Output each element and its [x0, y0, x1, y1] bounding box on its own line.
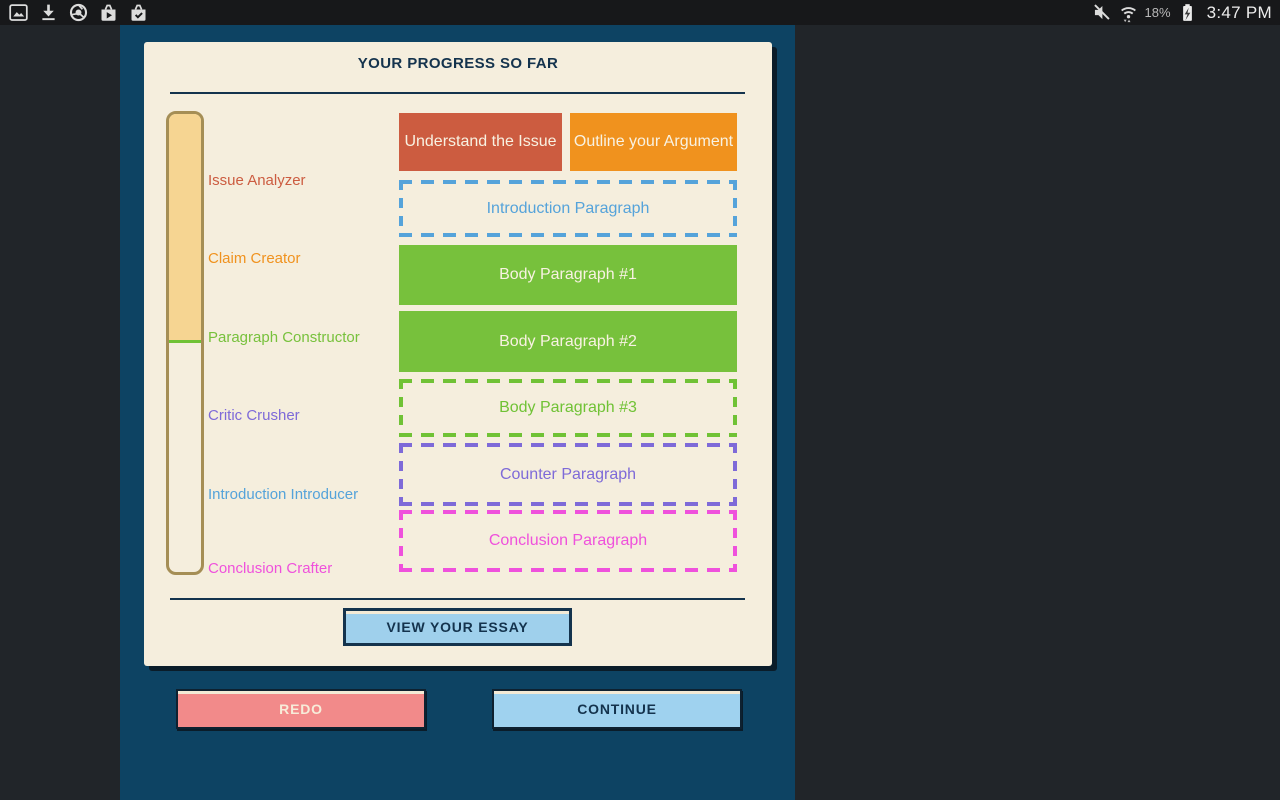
page-title: YOUR PROGRESS SO FAR [357, 55, 559, 72]
play-my-apps-icon [131, 4, 146, 21]
chrome-icon [69, 3, 88, 22]
status-bar-system: 18% 3:47 PM [1091, 2, 1272, 23]
progress-box-conclusion-paragraph: Conclusion Paragraph [399, 510, 737, 572]
continue-button[interactable]: CONTINUE [492, 689, 742, 729]
status-bar-notifications [8, 2, 149, 23]
gallery-icon [9, 4, 28, 21]
progress-box-body-paragraph-1: Body Paragraph #1 [399, 245, 737, 305]
battery-charging-icon [1182, 4, 1192, 21]
top-divider [170, 92, 745, 94]
view-essay-button[interactable]: VIEW YOUR ESSAY [343, 608, 572, 646]
progress-box-body-paragraph-3: Body Paragraph #3 [399, 379, 737, 437]
app-panel: YOUR PROGRESS SO FAR Issue Analyzer Clai… [120, 25, 795, 800]
progress-box-introduction-paragraph: Introduction Paragraph [399, 180, 737, 237]
battery-percent: 18% [1144, 5, 1171, 20]
progress-card: YOUR PROGRESS SO FAR Issue Analyzer Clai… [144, 42, 772, 666]
progress-box-counter-paragraph: Counter Paragraph [399, 443, 737, 506]
download-icon [42, 4, 55, 21]
progress-meter-marker [169, 340, 201, 343]
volume-muted-icon [1093, 4, 1110, 20]
stage-label-critic-crusher: Critic Crusher [208, 407, 300, 424]
stage-label-conclusion-crafter: Conclusion Crafter [208, 560, 333, 577]
bottom-divider [170, 598, 745, 600]
stage-label-issue-analyzer: Issue Analyzer [208, 172, 306, 189]
redo-button[interactable]: REDO [176, 689, 426, 729]
play-store-icon [101, 4, 116, 21]
clock: 3:47 PM [1206, 2, 1272, 22]
progress-box-understand-issue: Understand the Issue [399, 113, 562, 171]
stage-label-introduction-introducer: Introduction Introducer [208, 486, 359, 503]
progress-box-outline-argument: Outline your Argument [570, 113, 737, 171]
android-status-bar: 18% 3:47 PM [0, 0, 1280, 25]
stage-label-paragraph-constructor: Paragraph Constructor [208, 329, 360, 346]
progress-meter [166, 111, 204, 575]
wifi-icon [1120, 7, 1136, 23]
progress-meter-fill [169, 114, 201, 340]
progress-box-body-paragraph-2: Body Paragraph #2 [399, 311, 737, 372]
stage-label-claim-creator: Claim Creator [208, 250, 301, 267]
